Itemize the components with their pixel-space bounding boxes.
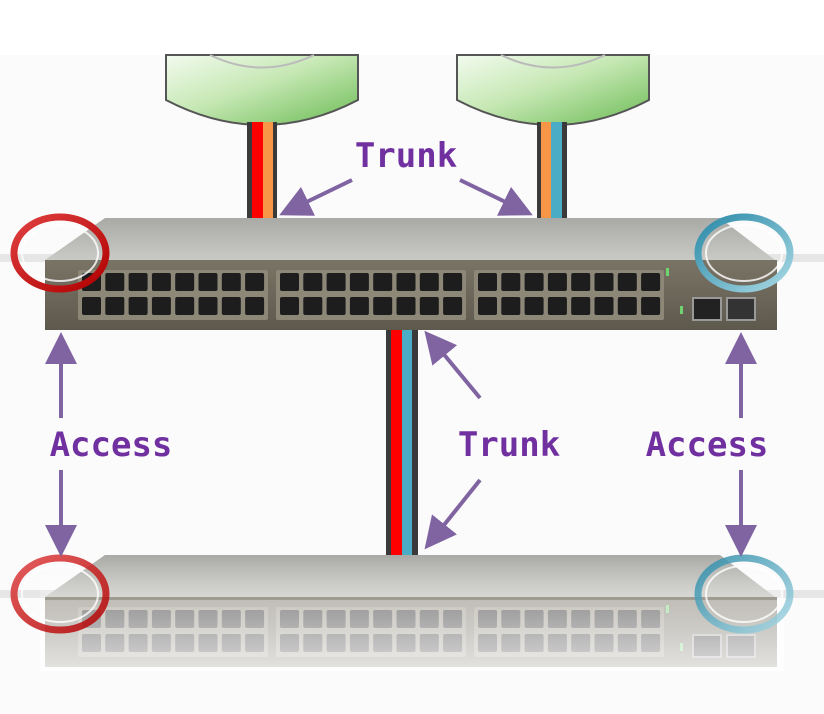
ethernet-port[interactable] (641, 273, 661, 291)
ethernet-port[interactable] (419, 297, 439, 315)
ethernet-port[interactable] (419, 273, 439, 291)
annotation-arrows (45, 178, 757, 557)
label-trunk-top: Trunk (355, 136, 457, 176)
ethernet-port[interactable] (175, 273, 195, 291)
ethernet-port[interactable] (594, 273, 614, 291)
ethernet-port[interactable] (349, 273, 369, 291)
ethernet-port[interactable] (326, 297, 346, 315)
switch-bottom[interactable] (40, 555, 784, 671)
ethernet-port[interactable] (198, 297, 218, 315)
port-block (78, 270, 268, 320)
ethernet-port[interactable] (128, 297, 148, 315)
trunk-cable-middle (386, 325, 418, 557)
label-access-right: Access (646, 425, 769, 465)
arrow-trunk-mid-down (424, 478, 482, 550)
router-arrows-icon (500, 54, 606, 69)
status-led (680, 306, 683, 314)
ethernet-port[interactable] (524, 297, 544, 315)
port-block (276, 270, 466, 320)
ethernet-port[interactable] (443, 297, 463, 315)
trunk-cable-left (247, 122, 277, 220)
label-access-left: Access (50, 425, 173, 465)
ethernet-port[interactable] (128, 273, 148, 291)
label-trunk-middle: Trunk (458, 425, 560, 465)
ethernet-port[interactable] (105, 297, 125, 315)
ethernet-port[interactable] (82, 297, 101, 315)
ethernet-port[interactable] (396, 273, 416, 291)
ethernet-port[interactable] (524, 273, 544, 291)
ethernet-port[interactable] (105, 273, 125, 291)
ethernet-port[interactable] (571, 273, 591, 291)
uplink-port[interactable] (692, 297, 722, 321)
ethernet-port[interactable] (501, 273, 521, 291)
ethernet-port[interactable] (221, 273, 241, 291)
access-ring-bottom-right (694, 554, 794, 634)
ethernet-port[interactable] (221, 297, 241, 315)
switch-top[interactable] (45, 218, 777, 330)
arrow-trunk-top-left (279, 178, 353, 216)
ethernet-port[interactable] (245, 297, 265, 315)
ethernet-port[interactable] (547, 297, 567, 315)
ethernet-port[interactable] (198, 273, 218, 291)
port-block (474, 270, 664, 320)
trunk-cable-right (537, 122, 567, 220)
ethernet-port[interactable] (373, 297, 393, 315)
ethernet-port[interactable] (303, 297, 323, 315)
ethernet-port[interactable] (571, 297, 591, 315)
ethernet-port[interactable] (641, 297, 661, 315)
switch-top-plate (45, 218, 775, 260)
access-ring-top-left (10, 213, 110, 293)
ethernet-port[interactable] (547, 273, 567, 291)
ethernet-port[interactable] (245, 273, 265, 291)
ethernet-port[interactable] (280, 297, 299, 315)
ethernet-port[interactable] (478, 273, 497, 291)
ethernet-port[interactable] (303, 273, 323, 291)
reflection-overlay (40, 600, 784, 670)
arrow-trunk-top-right (459, 178, 533, 216)
ethernet-port[interactable] (151, 297, 171, 315)
ethernet-port[interactable] (151, 273, 171, 291)
ethernet-port[interactable] (373, 273, 393, 291)
ethernet-port[interactable] (443, 273, 463, 291)
ethernet-port[interactable] (501, 297, 521, 315)
access-ring-bottom-left (10, 554, 110, 634)
ethernet-port[interactable] (175, 297, 195, 315)
ethernet-port[interactable] (478, 297, 497, 315)
ethernet-port[interactable] (594, 297, 614, 315)
status-led (666, 268, 669, 276)
ethernet-port[interactable] (280, 273, 299, 291)
arrow-trunk-mid-up (424, 330, 482, 400)
ethernet-port[interactable] (617, 297, 637, 315)
ethernet-port[interactable] (326, 273, 346, 291)
ethernet-port[interactable] (396, 297, 416, 315)
ethernet-port[interactable] (349, 297, 369, 315)
uplink-port[interactable] (726, 297, 756, 321)
router-arrows-icon (209, 54, 315, 69)
access-ring-top-right (694, 213, 794, 293)
ethernet-port[interactable] (617, 273, 637, 291)
reflection-fade (40, 555, 784, 671)
